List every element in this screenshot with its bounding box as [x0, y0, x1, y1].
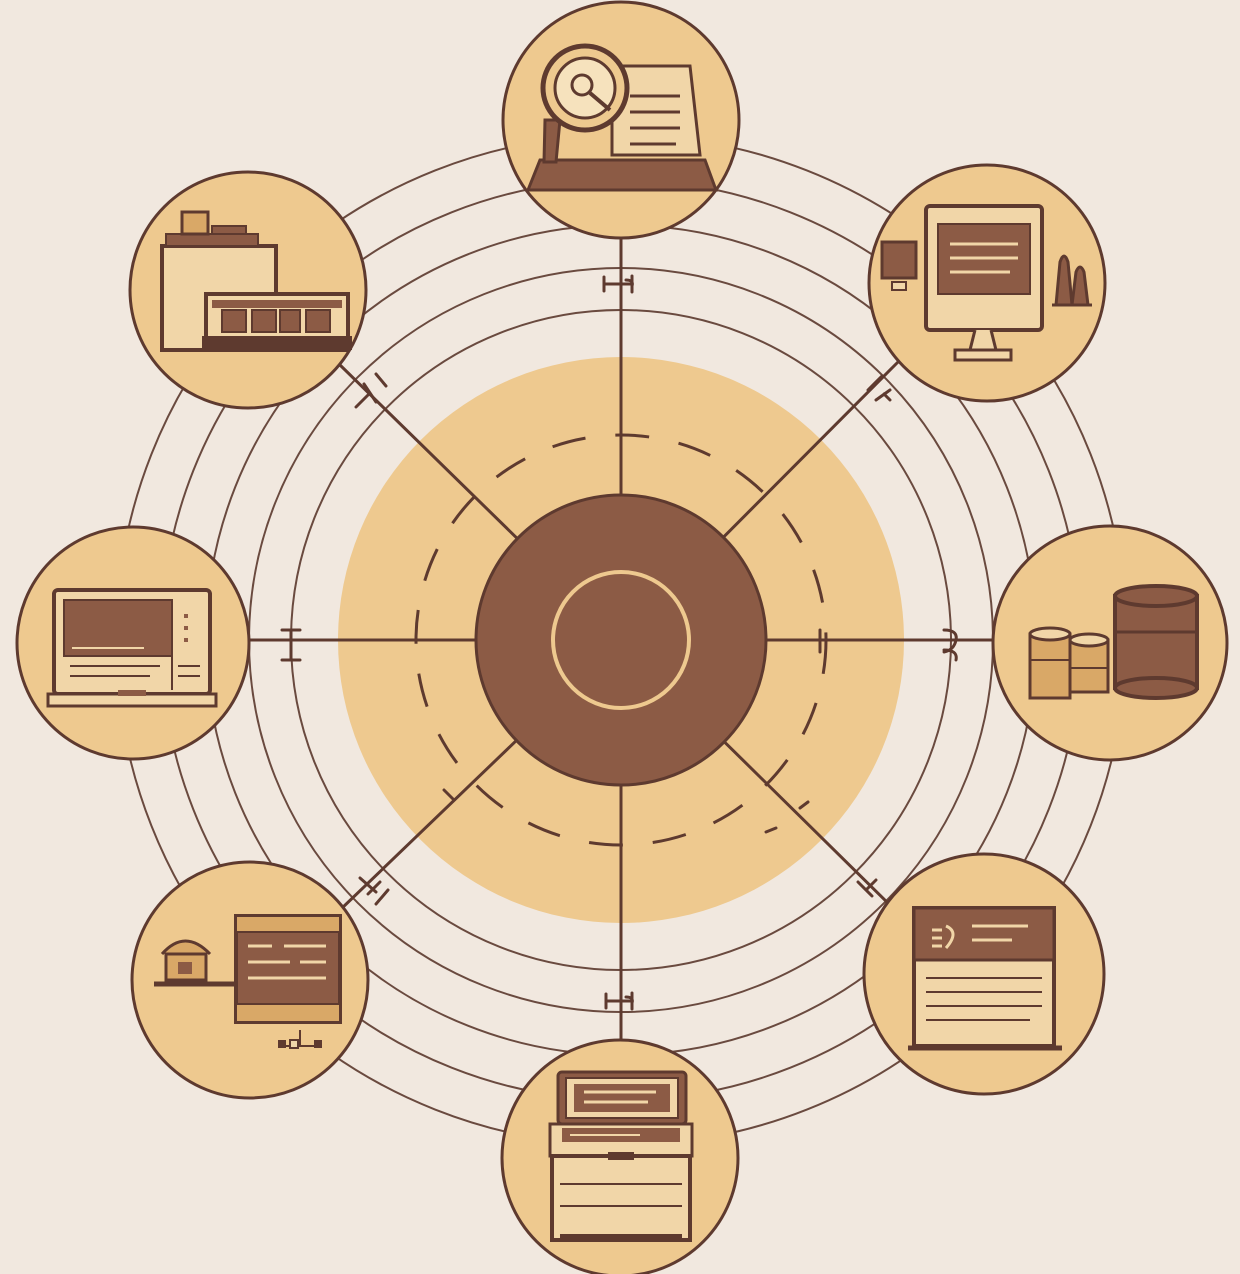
node-left[interactable]	[15, 525, 251, 761]
node-top-right[interactable]	[867, 163, 1107, 403]
database-storage-icon	[1028, 584, 1199, 700]
node-bottom-right[interactable]	[862, 852, 1106, 1096]
connector-top-icon	[602, 274, 634, 294]
node-top-left[interactable]	[128, 170, 368, 410]
printer-terminal-icon	[548, 1070, 694, 1242]
center-hub	[474, 493, 768, 787]
connector-bottom-right-icon	[764, 800, 878, 898]
node-bottom-left[interactable]	[130, 860, 370, 1100]
server-rack-icon	[160, 210, 352, 352]
desktop-monitor-icon	[880, 204, 1092, 362]
node-right[interactable]	[991, 524, 1229, 762]
node-top[interactable]	[501, 0, 741, 240]
document-search-icon	[525, 43, 719, 192]
connector-left-icon	[280, 628, 302, 662]
tick-marks	[442, 628, 822, 802]
connector-bottom-left-icon	[358, 876, 390, 906]
connector-bottom-icon	[604, 991, 634, 1011]
laptop-icon	[46, 588, 218, 708]
connector-top-left-icon	[354, 372, 388, 409]
document-screen-icon	[908, 906, 1062, 1051]
ring-icon	[551, 570, 691, 710]
node-bottom[interactable]	[500, 1038, 740, 1274]
connector-right-icon	[942, 628, 958, 662]
connector-top-right-icon	[866, 374, 892, 402]
connector-glyphs	[280, 274, 958, 1011]
house-network-icon	[154, 914, 342, 1049]
